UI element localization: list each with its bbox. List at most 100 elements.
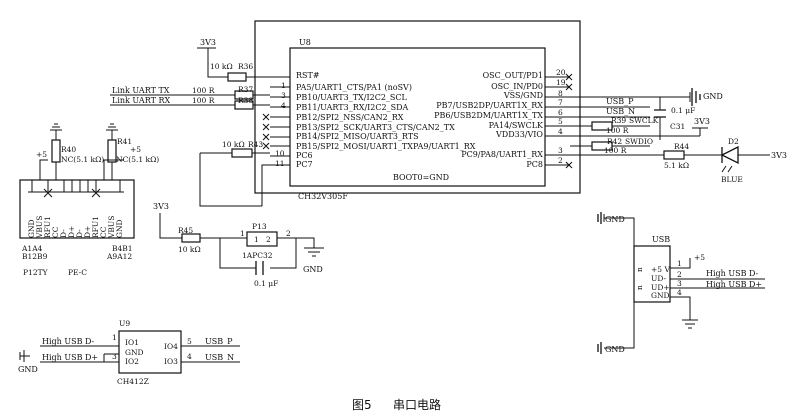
caption-figure-number: 图5: [352, 398, 372, 412]
r42-body: [591, 141, 613, 151]
d2-ref: D2: [728, 137, 739, 146]
u8-pin-num: 4: [281, 101, 286, 110]
c31-ref: C31: [670, 122, 685, 131]
r36-body: [227, 72, 247, 82]
u8-pin-pb13: PB13/SPI2_SCK/UART3_CTS/CAN2_TX: [296, 123, 455, 132]
p13-pin2-num: 2: [286, 229, 291, 238]
r45-body: [181, 233, 201, 243]
u8-left-stubs: [270, 76, 290, 166]
j1-top-gnd-symbol: [597, 212, 602, 224]
j1-side-pads: n n: [635, 267, 644, 290]
r41-ref: R41: [117, 137, 132, 146]
r42-value: 100 R: [604, 146, 627, 155]
r40-wire: [50, 123, 62, 168]
j1-top-gnd: [603, 214, 635, 246]
net-usb-p-u9: USB_P: [205, 337, 233, 346]
r43-body: [231, 148, 253, 158]
p13-part: 1APC32: [242, 251, 273, 260]
u9-pin-num: 1: [112, 333, 117, 342]
u8-pin-rst: RST#: [296, 71, 320, 80]
c31-value: 0.1 μF: [671, 106, 695, 115]
u9-gnd-symbol: [19, 350, 30, 362]
usbc-leads: [31, 168, 121, 192]
usbc-pin: GND: [27, 219, 36, 238]
usbc-pin: D+: [83, 226, 92, 238]
p13-pin1-num: 1: [240, 229, 245, 238]
r45-ref: R45: [178, 226, 193, 235]
vss-gnd-wire: [570, 92, 691, 102]
r41-wire: [106, 123, 118, 168]
u8-pin-num: 4: [558, 127, 563, 136]
usbc-c2: B12B9: [22, 252, 48, 261]
p13-body: [246, 231, 278, 247]
u9-part: CH412Z: [117, 377, 149, 386]
net-3v3-vdd: 3V3: [694, 117, 710, 126]
u8-pin-osc-in: OSC_IN/PD0: [491, 82, 543, 91]
usbc-pin: VBUS: [107, 216, 116, 239]
j1-pin-name: GND: [651, 291, 670, 300]
usbc-pin: D+: [67, 226, 76, 238]
u8-pin-num: 5: [558, 117, 563, 126]
c32-value: 0.1 μF: [254, 279, 278, 288]
u9-pin-num: 5: [187, 337, 192, 346]
u8-pin-num: 7: [558, 98, 563, 107]
u8-pin-num: 10: [275, 149, 285, 158]
net-usb-p: USB_P: [606, 97, 634, 106]
u9-ch412z: U9 CH412Z IO1 GND IO2 1 3 IO4 IO3 5 4 Hi…: [18, 319, 240, 386]
u9-io3: IO3: [164, 357, 178, 366]
u8-ref: U8: [299, 38, 311, 47]
usbc-ref: P12TY: [23, 268, 49, 277]
r38-body: [234, 100, 254, 110]
r37-body: [234, 90, 254, 100]
r44-value: 5.1 kΩ: [664, 161, 689, 170]
net-high-usb-dm-j1: High USB D-: [706, 269, 759, 278]
r43-wire: [199, 152, 270, 207]
j1-bottom-gnd-symbol: [597, 342, 602, 354]
j1-pin-num: 2: [677, 270, 682, 279]
usbc-model: PE-C: [68, 268, 87, 277]
figure-caption: 图5 串口电路: [352, 397, 441, 412]
u8-boot-note: BOOT0=GND: [393, 173, 449, 182]
j1-pin-name: UD-: [651, 274, 666, 283]
j1-wires: [670, 258, 765, 329]
usbc-c4: A9A12: [106, 252, 132, 261]
u8-pin-pc9: PC9/PA8/UART1_RX: [461, 150, 543, 159]
u8-pin-num: 20: [556, 68, 566, 77]
net-link-uart-tx: Link UART TX: [112, 86, 170, 95]
p13-ref: P13: [252, 222, 267, 231]
u8-pin-pb11: PB11/UART3_RX/I2C2_SDA: [296, 103, 408, 112]
j1-bottom-gnd: [604, 302, 635, 349]
usb-j1: GND USB J1 n n +5 V UD- UD+ GND 1 2 3 4 …: [597, 212, 765, 354]
r36-value: 10 kΩ: [210, 62, 233, 71]
net-3v3-r45: 3V3: [153, 202, 169, 211]
d2-color: BLUE: [721, 175, 743, 184]
u8-pin-pa5: PA5/UART1_CTS/PA1 (noSV): [296, 83, 412, 92]
j1-side-pad: n: [635, 285, 644, 290]
usbc-pin: VBUS: [35, 216, 44, 239]
net-high-usb-dp-u9: High USB D+: [42, 353, 98, 362]
u8-pin-pa14: PA14/SWCLK: [489, 121, 544, 130]
p13-pin1: 1: [254, 235, 259, 244]
r45-wire: [159, 213, 247, 239]
u8-pin-pc8: PC8: [526, 160, 543, 169]
link-uart-wires: [110, 94, 270, 106]
u9-io4: IO4: [164, 342, 178, 351]
usbc-body: [19, 179, 135, 239]
u8-pin-pb6: PB6/USB2DM/UART1X_TX: [434, 111, 543, 120]
j1-pin-num: 3: [677, 279, 682, 288]
p13-circuit: 3V3 R45 10 kΩ 1 2 1 2 P13 1APC32 GND 0.1…: [153, 202, 324, 288]
r43-loop: 10 kΩ R43: [199, 140, 270, 207]
r45-value: 10 kΩ: [178, 245, 201, 254]
u8-mcu: U8 CH32V305F BOOT0=GND RST# PA5/UART1_CT…: [254, 20, 581, 201]
usbc-pin-labels: GND VBUS RFU1 CC D- D+ D- D+ RFU1 CC VBU…: [27, 216, 124, 239]
usbc-connector: A1A4 B12B9 B4B1 A9A12 P12TY PE-C GND VBU…: [19, 123, 159, 277]
net-3v3-led: 3V3: [771, 151, 787, 160]
net-3v3-label: 3V3: [200, 38, 216, 47]
u8-pin-pc7: PC7: [296, 160, 313, 169]
usbc-nc-marks: [43, 188, 101, 198]
r39-ref: R39: [611, 116, 626, 125]
r40-body: [51, 139, 61, 163]
u8-pin-pb15: PB15/SPI2_MOSI/UART1_TXPA9/UART1_RX: [296, 142, 476, 151]
u9-ref: U9: [119, 319, 130, 328]
u8-part: CH32V305F: [298, 192, 348, 201]
